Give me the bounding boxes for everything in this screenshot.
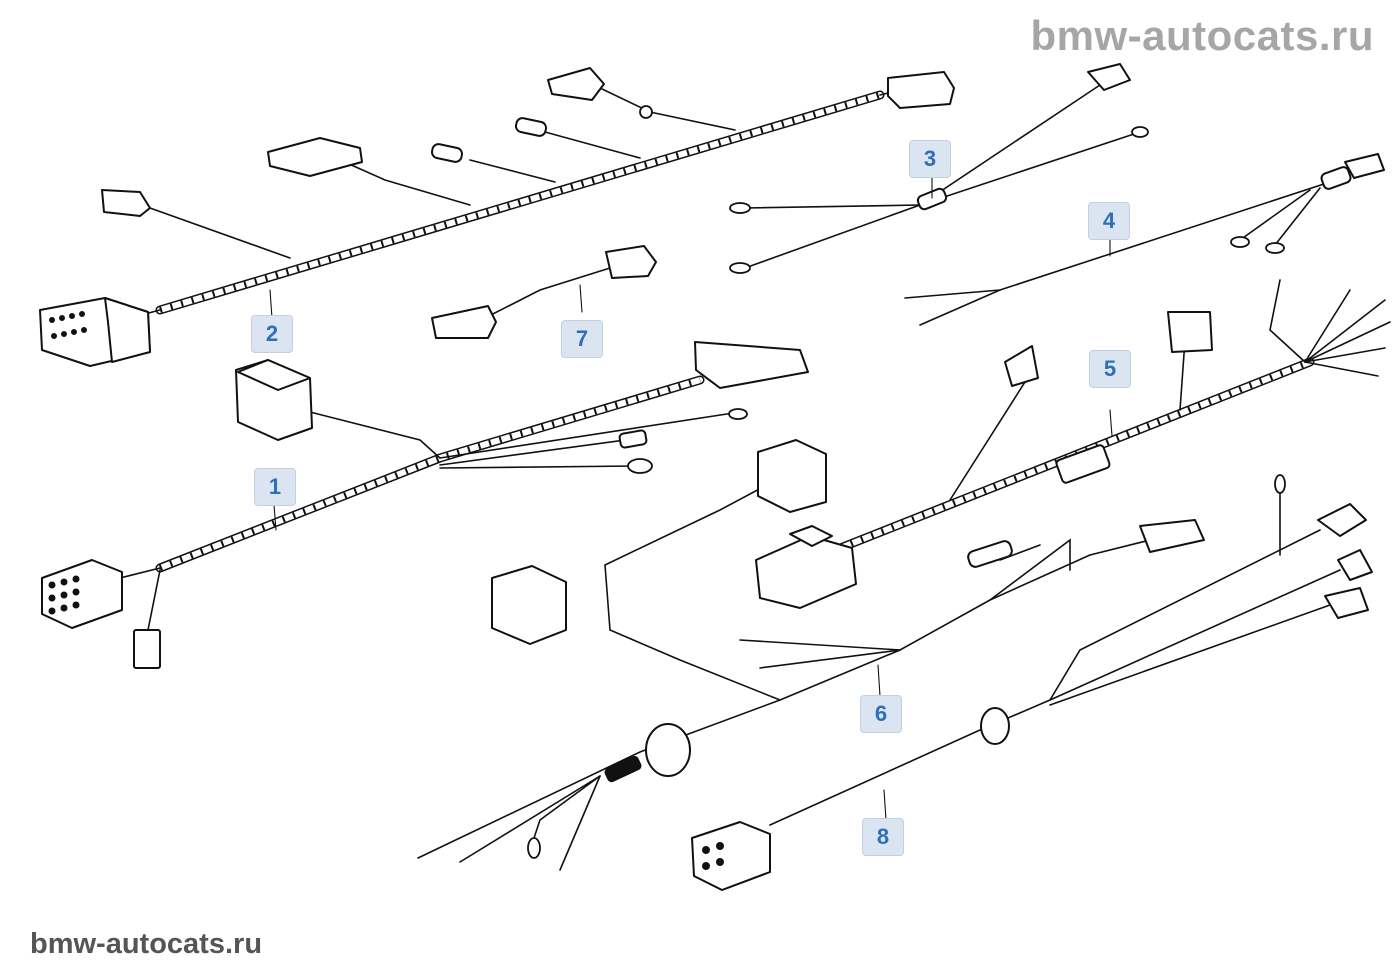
callout-7[interactable]: 7: [561, 320, 603, 358]
harness-1-9pin-connector: [41, 559, 123, 629]
callout-3[interactable]: 3: [909, 140, 951, 178]
harness-2-end-connector: [887, 71, 955, 109]
callout-4[interactable]: 4: [1088, 202, 1130, 240]
harness-6: [417, 439, 1205, 871]
harness-2: [39, 67, 955, 367]
harness-3: [729, 63, 1149, 274]
harness-2-bullet-1: [430, 143, 464, 163]
callout-6[interactable]: 6: [860, 695, 902, 733]
watermark-top: bmw-autocats.ru: [1030, 12, 1374, 59]
harness-7: [431, 245, 657, 339]
harness-1: [41, 341, 809, 669]
callout-8[interactable]: 8: [862, 818, 904, 856]
harness-4: [904, 153, 1385, 326]
harness-1-long-connector: [694, 341, 809, 389]
harness-5: [755, 279, 1391, 609]
harness-6-grommet: [604, 723, 691, 783]
harness-2-main-connector: [39, 297, 151, 367]
harness-2-small-plug: [101, 189, 151, 217]
harness-2-twin-plug: [547, 67, 653, 119]
harness-2-bullet-2: [514, 117, 548, 137]
harness-6-cube-connector-top: [757, 439, 827, 513]
callout-5[interactable]: 5: [1089, 350, 1131, 388]
harness-8: [691, 474, 1373, 891]
harness-6-cube-connector-left: [491, 565, 567, 645]
callout-2[interactable]: 2: [251, 315, 293, 353]
harness-5-end-connector: [755, 525, 857, 609]
harness-2-flat-connector: [267, 137, 363, 177]
watermark-bottom: bmw-autocats.ru: [30, 928, 263, 960]
harness-1-cube-connector: [235, 359, 313, 441]
callout-1[interactable]: 1: [254, 468, 296, 506]
harness-8-end-connector: [691, 821, 771, 891]
